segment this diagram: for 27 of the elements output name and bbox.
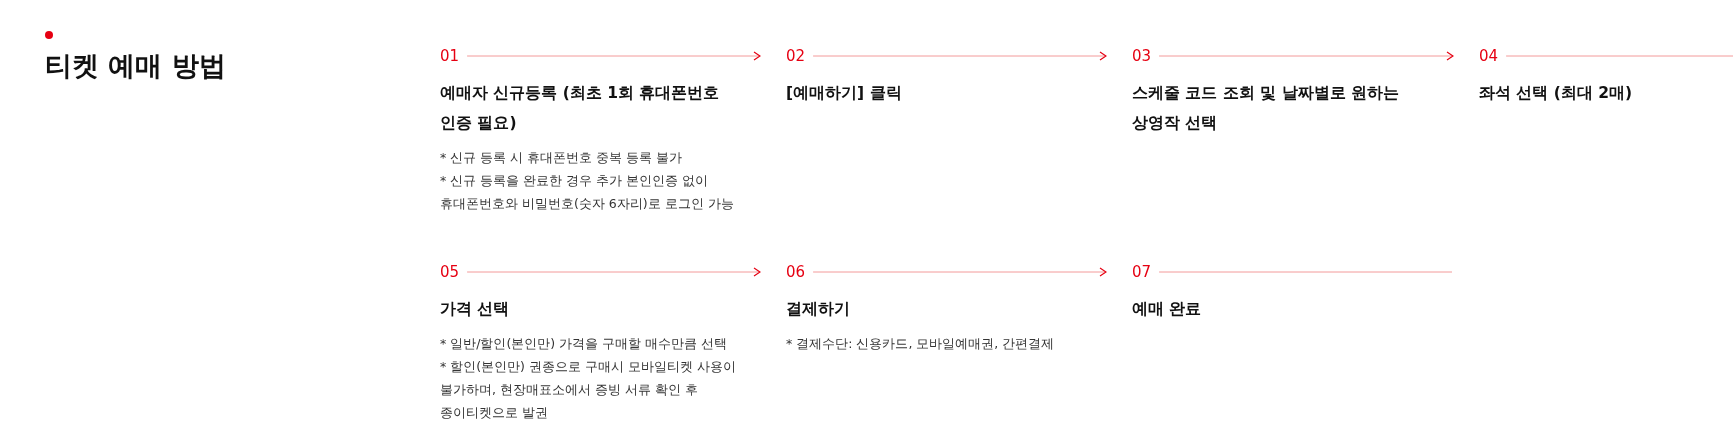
- connector-line: [1158, 271, 1453, 273]
- step-number: 02: [786, 46, 806, 66]
- step-number: 06: [786, 262, 806, 282]
- step-note: * 일반/할인(본인만) 가격을 구매할 매수만큼 선택: [440, 335, 729, 353]
- step-title: 결제하기: [786, 299, 851, 320]
- connector-line: [1505, 55, 1733, 57]
- step-title: 예매 완료: [1132, 299, 1203, 320]
- step-number: 01: [440, 46, 460, 66]
- step-number: 04: [1479, 46, 1499, 66]
- step-note: * 신규 등록 시 휴대폰번호 중복 등록 불가: [440, 149, 684, 167]
- title: 티켓 예매 방법: [45, 49, 226, 83]
- step-title: 좌석 선택 (최대 2매): [1479, 83, 1634, 104]
- step-note: * 신규 등록을 완료한 경우 추가 본인인증 없이 휴대폰번호와 비밀번호(숫자 6자리)로 로그인 가능: [440, 172, 735, 213]
- step-number: 03: [1132, 46, 1152, 66]
- step-title: [예매하기] 클릭: [786, 83, 903, 104]
- step-note: * 결제수단: 신용카드, 모바일예매권, 간편결제: [786, 335, 1056, 353]
- arrow: [1158, 51, 1454, 61]
- step-title: 가격 선택: [440, 299, 511, 320]
- step-title: 스케줄 코드 조회 및 날짜별로 원하는 상영작 선택: [1132, 83, 1400, 134]
- arrow: [812, 51, 1107, 61]
- arrow: [812, 267, 1107, 277]
- arrow: [466, 267, 761, 277]
- step-note: * 할인(본인만) 권종으로 구매시 모바일티켓 사용이 불가하며, 현장매표소에서 증빙 서류 확인 후 종이티켓으로 발권: [440, 358, 737, 422]
- arrow: [466, 51, 761, 61]
- step-title: 예매자 신규등록 (최초 1회 휴대폰번호 인증 필요): [440, 83, 721, 134]
- step-number: 07: [1132, 262, 1152, 282]
- step-number: 05: [440, 262, 460, 282]
